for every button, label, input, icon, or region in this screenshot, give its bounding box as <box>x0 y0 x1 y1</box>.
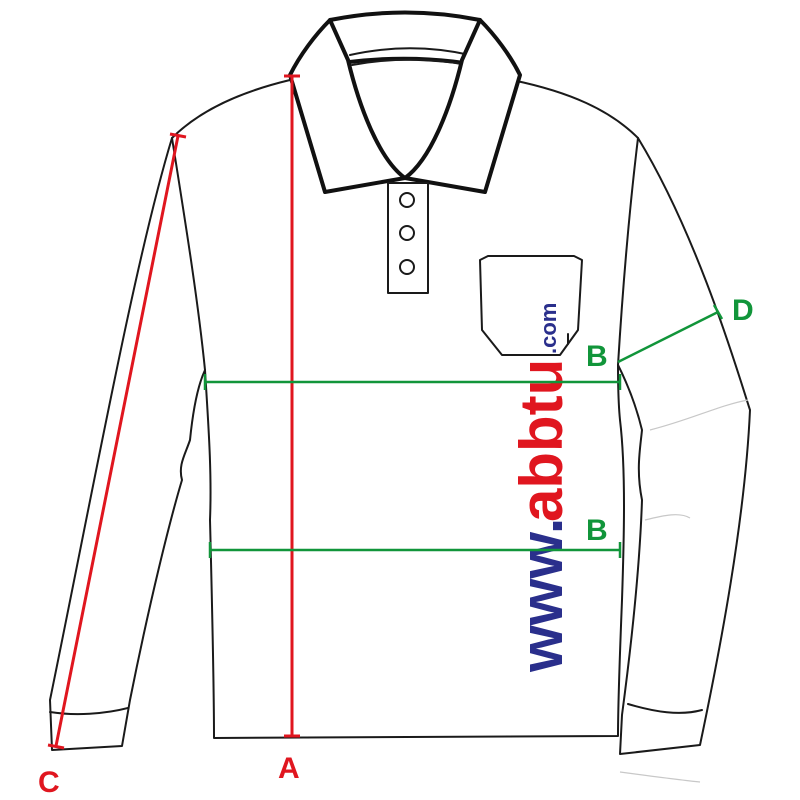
shirt-outline <box>49 79 751 783</box>
watermark-domain: .com <box>536 303 561 354</box>
shirt-body <box>204 364 625 739</box>
label-b-upper: B <box>586 340 608 373</box>
measure-b-upper: B <box>203 340 622 390</box>
measure-c: C <box>38 132 187 799</box>
right-sleeve <box>511 79 751 755</box>
label-d: D <box>732 294 754 327</box>
watermark-name: abbtu <box>508 359 575 522</box>
label-c: C <box>38 766 60 799</box>
measure-a: A <box>278 74 300 785</box>
sleeve-width-line <box>617 310 719 364</box>
left-armhole-seam <box>171 137 206 371</box>
right-sleeve-fold <box>649 399 749 431</box>
collar-right-flap <box>403 18 522 194</box>
sleeve-line-cap <box>47 743 65 750</box>
watermark-prefix: www. <box>508 518 575 673</box>
right-sleeve-fold <box>644 514 691 521</box>
right-cuff-seam <box>627 703 703 714</box>
right-sleeve-fold <box>619 771 701 783</box>
placket <box>387 182 429 294</box>
collar <box>288 10 522 194</box>
button-icon <box>399 192 415 208</box>
label-a: A <box>278 752 300 785</box>
watermark: www. abbtu .com <box>508 303 575 673</box>
right-armhole-seam <box>617 137 639 366</box>
sleeve-line-cap <box>169 132 187 139</box>
chest-pocket <box>479 255 583 356</box>
button-icon <box>399 225 415 241</box>
neck-inner-line <box>349 47 471 56</box>
sleeve-line <box>54 135 180 747</box>
button-icon <box>399 259 415 275</box>
measure-b-lower: B <box>208 514 622 558</box>
label-b-lower: B <box>586 514 608 547</box>
measure-d: D <box>617 294 754 364</box>
left-cuff-seam <box>49 707 129 716</box>
sleeve-width-cap <box>712 304 724 320</box>
neck-inner-line <box>351 58 469 66</box>
button-placket <box>387 182 429 294</box>
